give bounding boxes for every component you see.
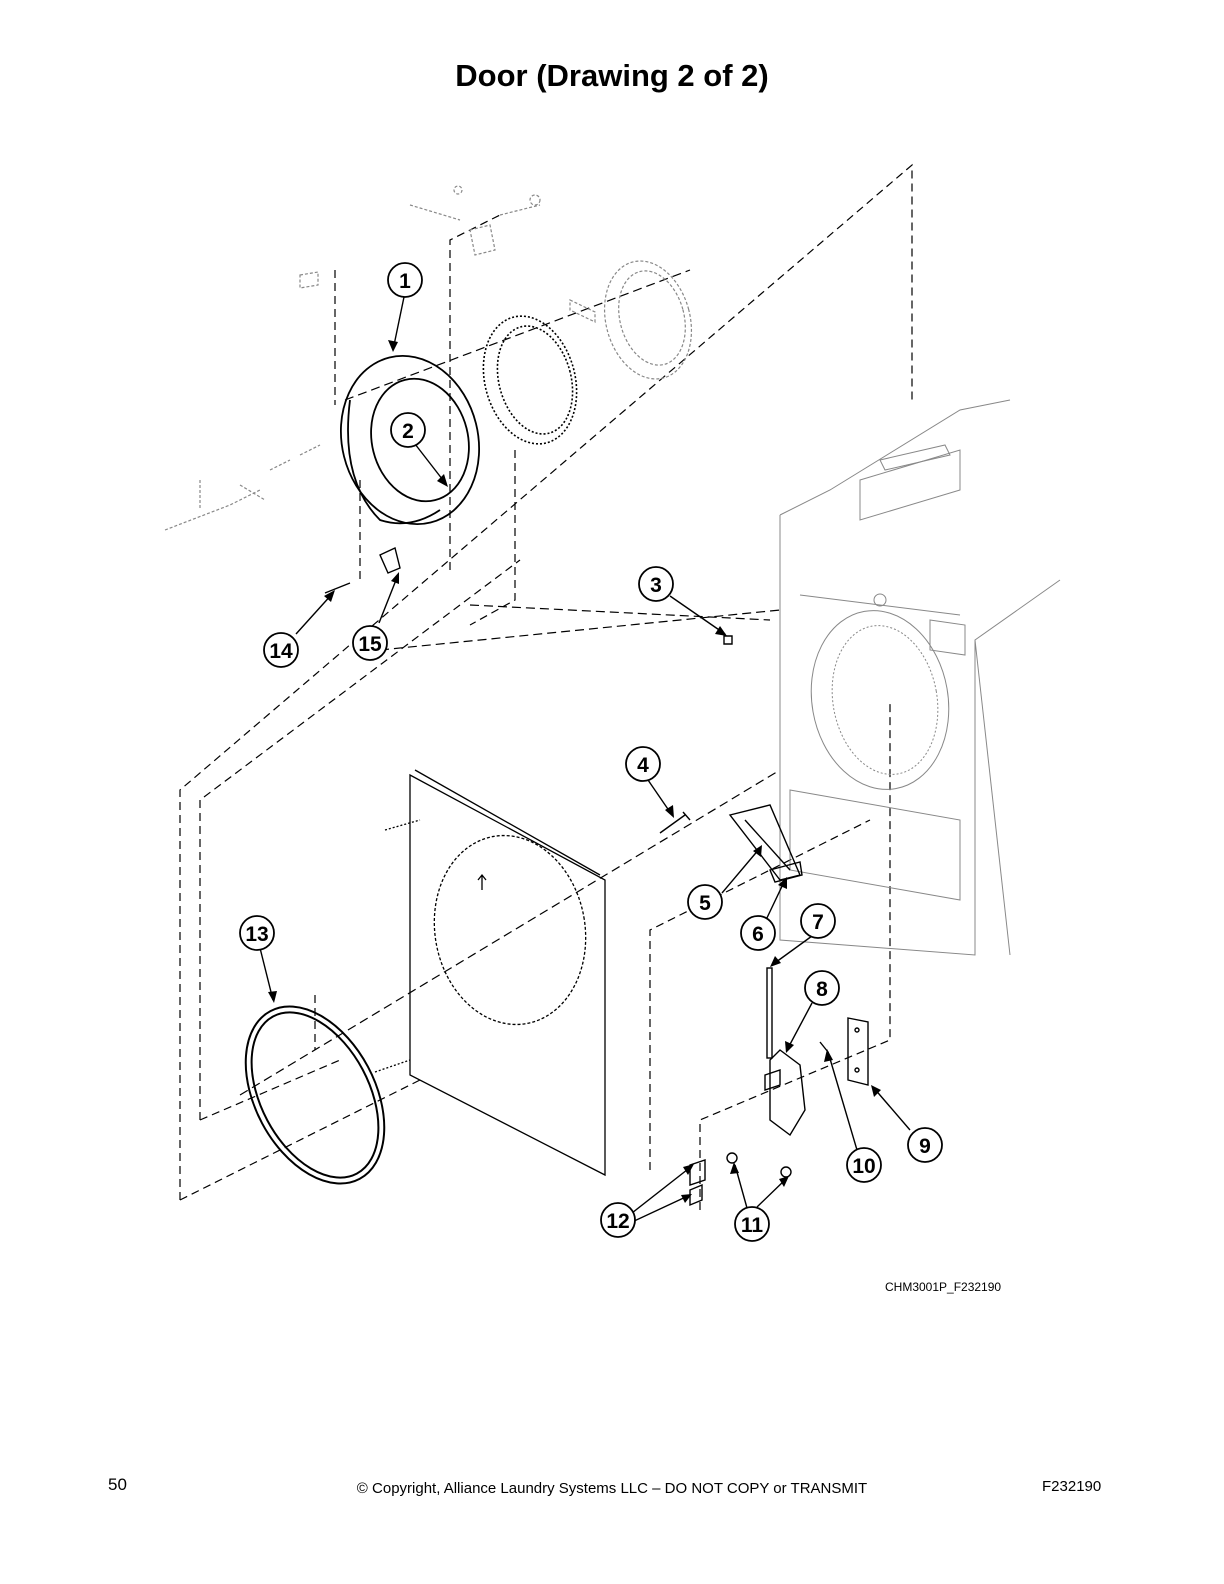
callout-arrowheads [268, 340, 881, 1203]
callout-8-circle [804, 970, 840, 1006]
dashed-assembly-outline [179, 163, 913, 1210]
latch-parts [324, 547, 869, 1207]
page-title: Door (Drawing 2 of 2) [455, 58, 769, 93]
callout-3-label: 3 [650, 574, 662, 597]
callout-10-label: 10 [852, 1155, 875, 1178]
callout-2-label: 2 [402, 420, 414, 443]
callout-11-label: 11 [741, 1214, 764, 1237]
copyright-notice: © Copyright, Alliance Laundry Systems LL… [356, 1480, 868, 1497]
callout-6-label: 6 [752, 923, 764, 946]
callout-7-label: 7 [812, 911, 824, 934]
callout-12-label: 12 [606, 1210, 629, 1233]
retainer-ring-part [244, 1005, 386, 1185]
callout-15-circle [352, 625, 388, 661]
machine-body-part [779, 399, 1061, 956]
callout-7-circle [800, 903, 836, 939]
callout-15-label: 15 [358, 633, 382, 656]
callout-4-label: 4 [637, 754, 649, 777]
callout-1-circle [387, 262, 423, 298]
callout-5-circle [687, 884, 723, 920]
callout-circles [239, 262, 943, 1242]
front-panel-part [374, 769, 606, 1177]
callout-13-circle [239, 915, 275, 951]
callout-12-circle [600, 1202, 636, 1238]
callout-13-label: 13 [245, 923, 268, 946]
callout-8-label: 8 [816, 978, 828, 1001]
callout-9-label: 9 [919, 1135, 931, 1158]
callout-2-circle [390, 412, 426, 448]
callout-14-label: 14 [269, 640, 293, 663]
callout-9-circle [907, 1127, 943, 1163]
door-ring-part [339, 355, 481, 525]
dashed-axis-lines [239, 269, 781, 1096]
callout-11-circle [734, 1206, 770, 1242]
hinge-hardware-part [164, 185, 541, 531]
page-number: 50 [108, 1475, 127, 1494]
callout-10-circle [846, 1147, 882, 1183]
door-gasket-part [482, 315, 578, 445]
callout-6-circle [740, 915, 776, 951]
callout-14-circle [263, 632, 299, 668]
door-glass-part [569, 260, 693, 380]
document-code: F232190 [1042, 1478, 1102, 1495]
callout-1-label: 1 [399, 270, 411, 293]
drawing-reference-code: CHM3001P_F232190 [885, 1280, 1002, 1294]
callout-5-label: 5 [699, 892, 711, 915]
callout-leaders [259, 296, 911, 1223]
callout-3-circle [638, 566, 674, 602]
callout-4-circle [625, 746, 661, 782]
